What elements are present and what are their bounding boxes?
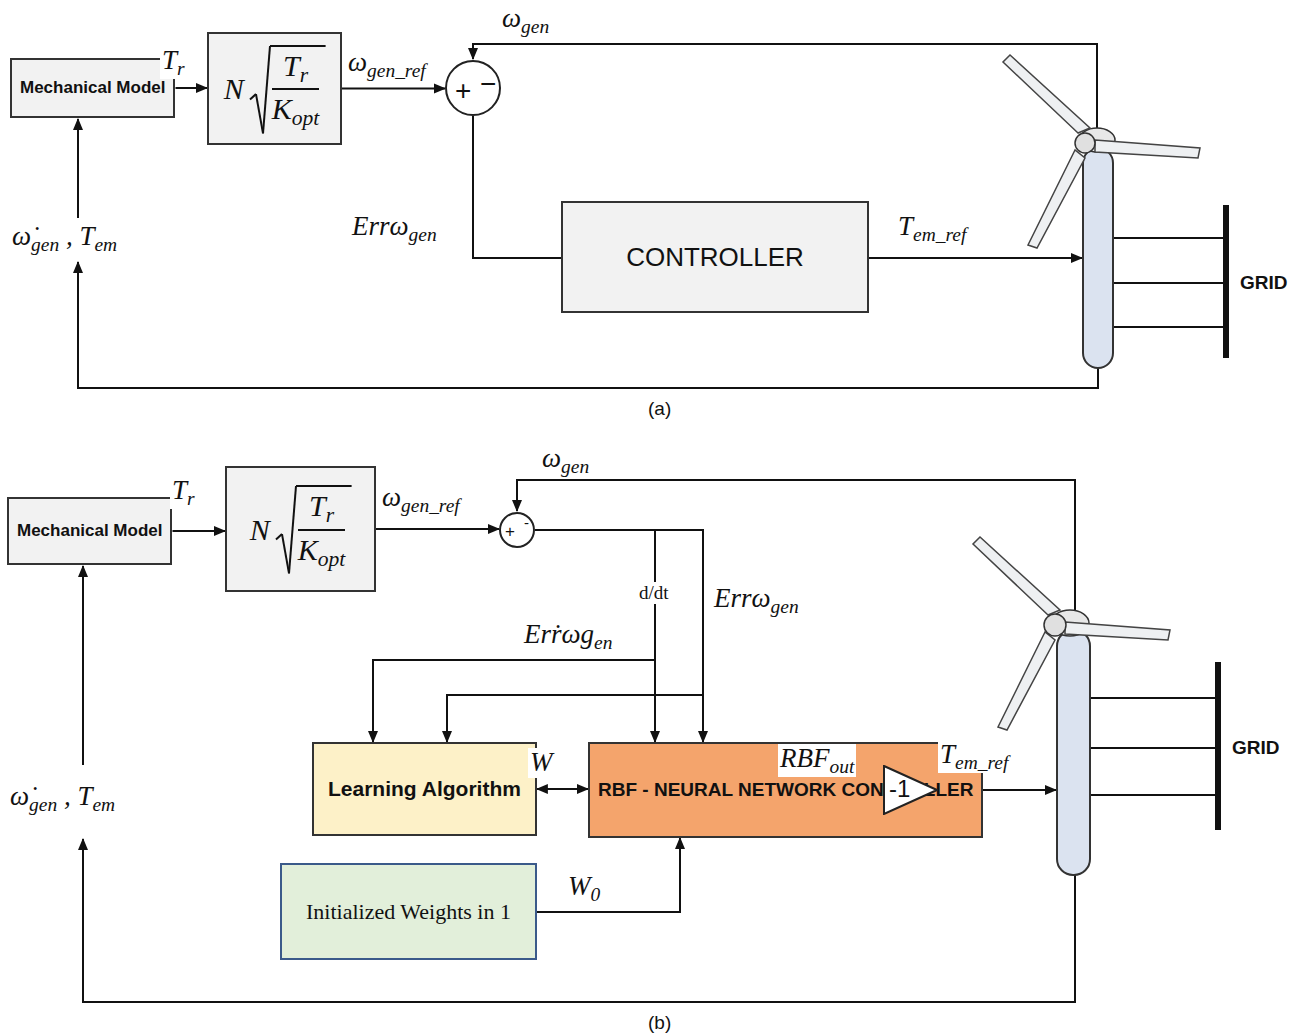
connector: [537, 838, 680, 912]
label: ω̇gen , Tem: [8, 782, 117, 815]
edge-label-text: W0: [568, 871, 600, 901]
radical-stroke: [263, 46, 270, 133]
label: ω̇gen , Tem: [10, 222, 119, 255]
denominator: Kopt: [272, 88, 320, 131]
process-box: Learning Algorithm: [312, 742, 537, 836]
radical-stroke: [289, 486, 296, 573]
edge-label-text: W: [530, 747, 553, 777]
gain-value: -1: [889, 777, 910, 801]
gain-symbol: N: [250, 513, 270, 546]
radical-stroke: [270, 45, 326, 47]
triangle-shape: [884, 766, 937, 814]
numerator: Tr: [309, 489, 334, 528]
label: Tem_ref: [938, 740, 1010, 773]
process-box: Initialized Weights in 1: [280, 863, 537, 960]
formula-box: N TrKopt: [225, 466, 376, 592]
radical: TrKopt: [248, 44, 326, 133]
edge-label-text: ωgen_ref: [382, 482, 460, 512]
connector: [447, 530, 703, 742]
process-box: CONTROLLER: [561, 201, 869, 313]
sum-junction: +−: [445, 60, 501, 116]
edge-label-text: Tr: [172, 475, 195, 505]
label-text: Tem_ref: [940, 739, 1008, 769]
label: ωgen: [540, 444, 591, 477]
box-label: Initialized Weights in 1: [306, 896, 511, 928]
connector: [373, 530, 655, 742]
radical-stroke: [296, 485, 352, 487]
edge-label-text: Erṙωgen: [524, 619, 612, 649]
edge-label-text: Errωgen: [714, 583, 799, 613]
label: Tem_ref: [896, 212, 968, 245]
radical-stroke: [250, 94, 256, 99]
connector: [537, 788, 588, 790]
label: d/dt: [637, 582, 671, 604]
process-box: Mechanical Model: [10, 58, 175, 118]
edge-label: Tr: [160, 46, 187, 79]
connector: [342, 88, 445, 90]
denominator: Kopt: [298, 529, 346, 572]
label-text: ωgen: [502, 3, 549, 33]
process-box: Mechanical Model: [7, 497, 172, 565]
radical-stroke: [282, 534, 289, 573]
box-label: Mechanical Model: [17, 520, 162, 542]
fraction: TrKopt: [298, 489, 346, 571]
edge-label: W0: [566, 872, 602, 905]
box-label: CONTROLLER: [626, 242, 804, 273]
sign: +: [455, 77, 471, 105]
sign: −: [480, 70, 496, 98]
fraction: TrKopt: [272, 49, 320, 131]
label: GRID: [1230, 737, 1282, 759]
formula-box: N TrKopt: [207, 32, 342, 145]
edge-label: W: [528, 748, 555, 778]
edge-label: Errωgen: [350, 212, 439, 245]
label-text: (a): [648, 398, 671, 419]
label-text: d/dt: [639, 582, 669, 603]
edge-label: Errωgen: [712, 584, 801, 617]
edge-label-text: Errωgen: [352, 211, 437, 241]
radical-stroke: [256, 94, 263, 133]
label-text: GRID: [1240, 272, 1288, 293]
radical: TrKopt: [274, 484, 352, 573]
label-text: ωgen: [542, 443, 589, 473]
radical-stroke: [276, 534, 282, 539]
label-text: ω̇gen , Tem: [12, 221, 117, 251]
sign: +: [505, 523, 515, 540]
box-label: Mechanical Model: [20, 77, 165, 99]
box-label: Learning Algorithm: [328, 774, 521, 803]
gain-triangle: -1: [883, 765, 938, 815]
connector: [376, 528, 499, 530]
label: (b): [646, 1012, 673, 1034]
gain-symbol: N: [224, 72, 244, 105]
label-text: Tem_ref: [898, 211, 966, 241]
edge-label-text: ωgen_ref: [348, 47, 426, 77]
numerator: Tr: [283, 49, 308, 88]
label-text: (b): [648, 1012, 671, 1033]
sign: -: [524, 515, 529, 530]
label-text: ω̇gen , Tem: [10, 781, 115, 811]
edge-label: Tr: [170, 476, 197, 509]
edge-label: RBFout: [778, 744, 856, 777]
connector: [175, 87, 207, 89]
label-text: GRID: [1232, 737, 1280, 758]
edge-label: ωgen_ref: [380, 483, 462, 516]
connector: [172, 530, 225, 532]
label: ωgen: [500, 4, 551, 37]
label: GRID: [1238, 272, 1290, 294]
connector: [473, 116, 561, 258]
edge-label-text: RBFout: [780, 743, 854, 773]
edge-label: ωgen_ref: [346, 48, 428, 81]
edge-label-text: Tr: [162, 45, 185, 75]
sum-junction: +-: [499, 512, 535, 548]
label: (a): [646, 398, 673, 420]
edge-label: Erṙωgen: [522, 620, 614, 653]
